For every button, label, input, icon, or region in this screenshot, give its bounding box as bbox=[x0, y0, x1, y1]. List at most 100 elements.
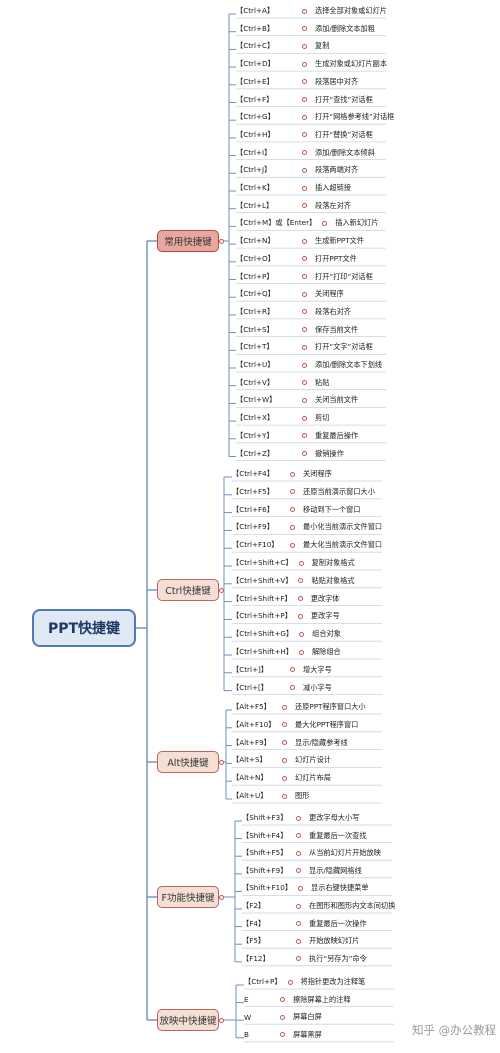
item-dot bbox=[297, 596, 303, 602]
shortcut-description: 幻灯片设计 bbox=[295, 755, 331, 765]
shortcut-key: 【Alt+F5】 bbox=[232, 702, 271, 711]
item-dot bbox=[302, 380, 307, 386]
shortcut-key: 【Ctrl+W】 bbox=[236, 395, 277, 405]
shortcut-key: 【Ctrl+Q】 bbox=[236, 289, 275, 299]
shortcut-item: 【Ctrl+F6】移动到下一个窗口 bbox=[232, 503, 361, 517]
shortcut-description: 重复最后操作 bbox=[315, 430, 359, 440]
shortcut-item: 【Ctrl+M】或【Enter】插入新幻灯片 bbox=[236, 216, 378, 230]
shortcut-item: 【Ctrl+Shift+V】粘贴对象格式 bbox=[232, 574, 355, 588]
shortcut-description: 生成对象或幻灯片副本 bbox=[315, 59, 387, 69]
shortcut-key: 【Ctrl+A】 bbox=[236, 6, 275, 15]
shortcut-item: 【F5】开始放映幻灯片 bbox=[242, 934, 359, 948]
shortcut-description: 更改字体 bbox=[310, 593, 340, 603]
shortcut-item: 【Ctrl+V】粘贴 bbox=[236, 376, 329, 390]
shortcut-item: 【Ctrl+O】打开PPT文件 bbox=[236, 252, 357, 266]
shortcut-description: 段落左对齐 bbox=[315, 200, 351, 210]
shortcut-item: 【Ctrl+Shift+F】 更改字体 bbox=[232, 592, 339, 606]
shortcut-item: 【Ctrl+P】打开“打印”对话框 bbox=[236, 270, 373, 284]
shortcut-item: 【Ctrl+W】 关闭当前文件 bbox=[236, 393, 358, 407]
shortcut-item: 【Ctrl+Shift+G】组合对象 bbox=[232, 627, 341, 641]
shortcut-description: 生成新PPT文件 bbox=[315, 236, 364, 246]
shortcut-key: 【Ctrl+J】 bbox=[236, 165, 272, 175]
shortcut-item: 【Ctrl+A】选择全部对象或幻灯片 bbox=[236, 4, 387, 18]
shortcut-key: 【Ctrl+Shift+H】 bbox=[232, 647, 293, 656]
shortcut-item: 【F2】在图形和图形内文本间切换 bbox=[242, 899, 395, 913]
shortcut-description: 关闭当前文件 bbox=[315, 395, 359, 405]
shortcut-description: 重复最后一次查找 bbox=[309, 830, 367, 840]
item-dot bbox=[302, 79, 307, 85]
shortcut-item: 【Ctrl+Shift+H】 解除组合 bbox=[232, 645, 341, 659]
shortcut-description: 减小字号 bbox=[303, 682, 332, 692]
item-dot bbox=[322, 220, 328, 226]
item-dot bbox=[296, 815, 301, 821]
item-dot bbox=[287, 979, 293, 985]
shortcut-item: 【Ctrl+[】减小字号 bbox=[232, 681, 332, 695]
shortcut-description: 解除组合 bbox=[311, 647, 341, 656]
shortcut-description: 显示/隐藏网格线 bbox=[309, 865, 362, 875]
shortcut-key: 【Ctrl+U】 bbox=[236, 360, 275, 369]
shortcut-key: 【Alt+U】 bbox=[232, 791, 268, 800]
category-node: 常用快捷键 bbox=[157, 230, 219, 252]
shortcut-key: 【Ctrl+D】 bbox=[236, 59, 275, 69]
shortcut-key: 【Ctrl+Shift+P】 bbox=[232, 611, 292, 621]
shortcut-key: 【F12】 bbox=[242, 953, 270, 963]
shortcut-item: 【Shift+F10】显示右键快捷菜单 bbox=[242, 881, 369, 895]
shortcut-item: 【Ctrl+P】将指针更改为注释笔 bbox=[244, 975, 365, 989]
shortcut-item: 【Ctrl+]】增大字号 bbox=[232, 663, 332, 677]
shortcut-description: 更改字号 bbox=[310, 611, 340, 621]
item-dot bbox=[296, 850, 301, 856]
shortcut-key: 【Ctrl+L】 bbox=[236, 200, 274, 210]
item-dot bbox=[290, 471, 295, 477]
item-dot bbox=[282, 722, 287, 728]
shortcut-key: 【Ctrl+P】 bbox=[244, 977, 282, 986]
shortcut-item: 【Alt+N】幻灯片布局 bbox=[232, 771, 331, 785]
shortcut-description: 关闭程序 bbox=[315, 289, 344, 299]
item-dot bbox=[302, 256, 307, 262]
shortcut-description: 重复最后一次操作 bbox=[309, 918, 367, 928]
item-dot bbox=[302, 167, 307, 173]
item-dot bbox=[302, 43, 307, 49]
shortcut-key: 【Ctrl+T】 bbox=[236, 342, 274, 352]
item-dot bbox=[302, 451, 307, 456]
item-dot bbox=[302, 274, 307, 279]
shortcut-key: 【Ctrl+N】 bbox=[236, 236, 275, 246]
shortcut-description: 复制 bbox=[315, 41, 330, 51]
shortcut-item: 【Ctrl+I】添加/删除文本倾斜 bbox=[236, 146, 375, 160]
shortcut-item: 【Ctrl+H】打开“替换”对话框 bbox=[236, 128, 373, 142]
item-dot bbox=[297, 613, 303, 619]
shortcut-description: 添加/删除文本下划线 bbox=[315, 360, 383, 369]
item-dot bbox=[282, 775, 287, 781]
shortcut-item: 【Ctrl+F9】最小化当前演示文件窗口 bbox=[232, 520, 382, 534]
shortcut-key: 【Ctrl+C】 bbox=[236, 41, 275, 51]
shortcut-description: 显示右键快捷菜单 bbox=[311, 883, 369, 893]
shortcut-key: 【Alt+F9】 bbox=[232, 737, 271, 747]
shortcut-description: 段落两端对齐 bbox=[315, 165, 359, 175]
shortcut-key: 【Ctrl+Y】 bbox=[236, 430, 274, 440]
item-dot bbox=[282, 793, 287, 799]
shortcut-key: 【Ctrl+H】 bbox=[236, 129, 275, 139]
shortcut-item: 【Alt+S】幻灯片设计 bbox=[232, 753, 331, 767]
shortcut-key: 【F2】 bbox=[242, 901, 266, 910]
category-node: F功能快捷键 bbox=[157, 886, 219, 908]
shortcut-description: 从当前幻灯片开始放映 bbox=[309, 848, 381, 858]
shortcut-key: 【Ctrl+V】 bbox=[236, 377, 275, 387]
shortcut-description: 执行“另存为”命令 bbox=[309, 953, 367, 963]
item-dot bbox=[302, 327, 307, 333]
shortcut-key: 【Ctrl+O】 bbox=[236, 253, 275, 263]
shortcut-item: 【Ctrl+E】段落居中对齐 bbox=[236, 75, 358, 89]
shortcut-description: 屏幕白屏 bbox=[293, 1012, 322, 1022]
shortcut-description: 复制对象格式 bbox=[311, 558, 355, 567]
shortcut-item: 【Ctrl+C】 复制 bbox=[236, 39, 329, 53]
shortcut-item: 【Alt+U】图形 bbox=[232, 789, 309, 803]
shortcut-key: 【Ctrl+Shift+F】 bbox=[232, 593, 292, 603]
item-dot bbox=[302, 185, 307, 191]
shortcut-key: 【Ctrl+P】 bbox=[236, 271, 274, 281]
connector-dot bbox=[219, 894, 224, 900]
shortcut-item: 【Ctrl+F10】最大化当前演示文件窗口 bbox=[232, 538, 382, 552]
shortcut-item: 【Ctrl+N】 生成新PPT文件 bbox=[236, 234, 364, 248]
shortcut-item: 【Alt+F10】最大化PPT程序窗口 bbox=[232, 718, 358, 732]
shortcut-key: 【Ctrl+Shift+C】 bbox=[232, 558, 293, 567]
